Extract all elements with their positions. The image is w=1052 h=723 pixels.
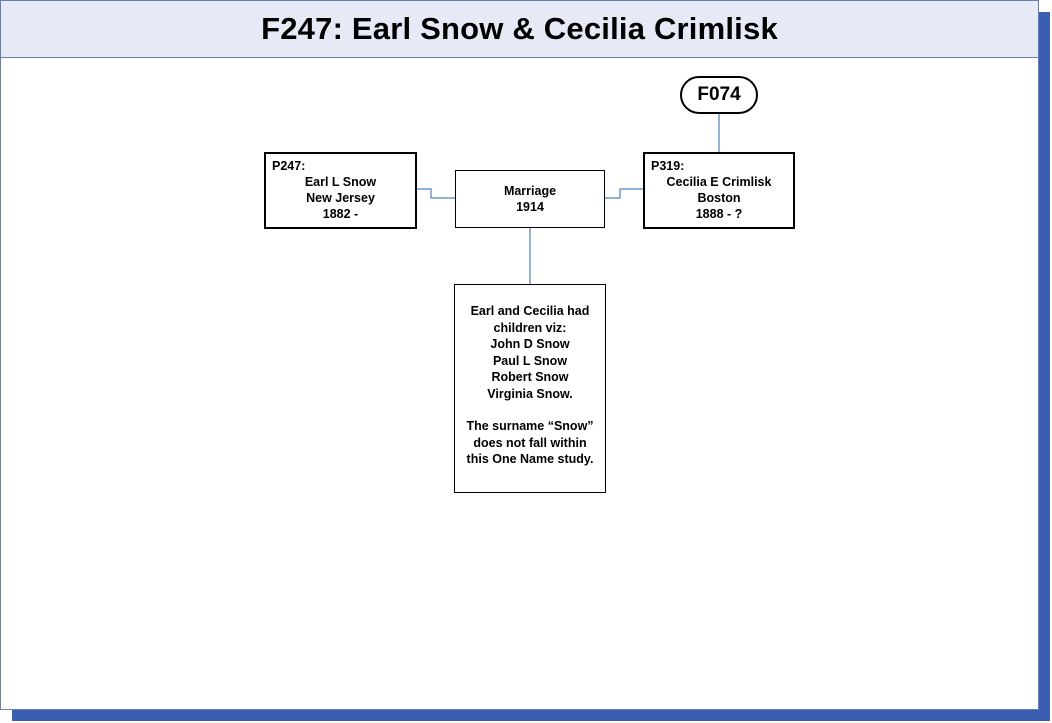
children-note-box[interactable]: Earl and Cecilia had children viz: John … [454, 284, 606, 493]
child-name: Paul L Snow [492, 353, 568, 368]
wife-person-box[interactable]: P319: Cecilia E Crimlisk Boston 1888 - ? [643, 152, 795, 229]
parent-family-ref-label: F074 [697, 84, 741, 105]
page-title: F247: Earl Snow & Cecilia Crimlisk [261, 11, 778, 46]
child-name: Virginia Snow. [487, 386, 573, 401]
husband-person-box[interactable]: P247: Earl L Snow New Jersey 1882 - [264, 152, 417, 229]
husband-id: P247: [272, 159, 306, 173]
wife-dates: 1888 - ? [695, 207, 743, 221]
marriage-label: Marriage [503, 184, 557, 198]
note-spacer [461, 402, 599, 418]
child-name: John D Snow [490, 337, 570, 351]
surname-note-line-1: The surname “Snow” [466, 419, 594, 433]
wife-name: Cecilia E Crimlisk [666, 175, 772, 189]
husband-place: New Jersey [306, 191, 375, 205]
parent-family-ref-node[interactable]: F074 [680, 76, 758, 114]
children-intro-line-1: Earl and Cecilia had [470, 304, 590, 318]
marriage-box[interactable]: Marriage 1914 [455, 170, 605, 228]
wife-id: P319: [651, 159, 685, 173]
title-bar: F247: Earl Snow & Cecilia Crimlisk [1, 1, 1038, 58]
marriage-year: 1914 [516, 200, 544, 214]
wife-place: Boston [697, 191, 741, 205]
surname-note-line-2: does not fall within [473, 435, 587, 450]
husband-name: Earl L Snow [304, 175, 377, 189]
child-name: Robert Snow [491, 370, 569, 384]
surname-note-line-3: this One Name study. [466, 452, 594, 466]
children-intro-line-2: children viz: [493, 320, 567, 335]
husband-dates: 1882 - [322, 207, 359, 221]
